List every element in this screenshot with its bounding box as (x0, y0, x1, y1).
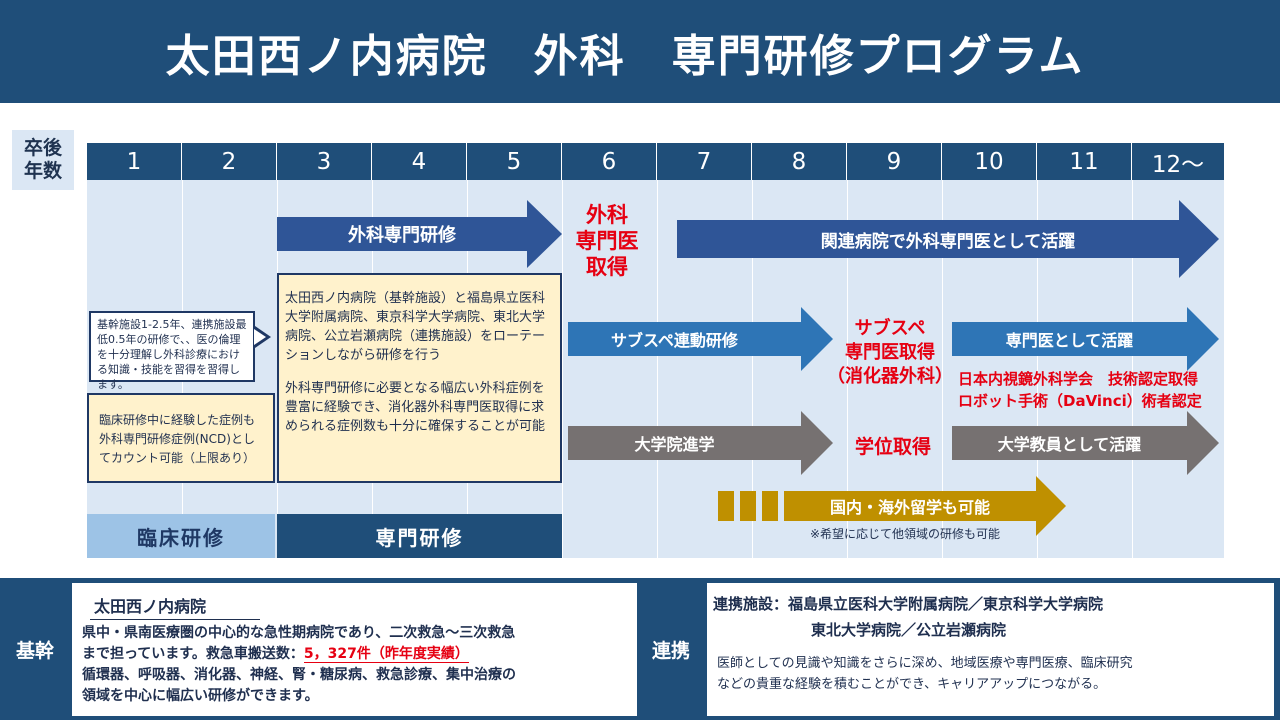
graduate-school-arrow: 大学院進学 (568, 411, 833, 475)
grid-divider (942, 180, 943, 558)
dashed-segment (718, 491, 734, 521)
grid-divider (657, 180, 658, 558)
related-hospital-arrow: 関連病院で外科専門医として活躍 (677, 200, 1219, 278)
arrow-head (801, 411, 833, 475)
subspecialty-training-arrow: サブスペ連動研修 (568, 307, 833, 371)
page-title: 太田西ノ内病院 外科 専門研修プログラム (165, 30, 1085, 82)
callout-pointer-fill (254, 329, 266, 345)
surgeon-certification-milestone: 外科 専門医 取得 (562, 202, 652, 280)
years-label-line1: 卒後 (23, 137, 62, 159)
arrow-head (527, 200, 562, 268)
grid-divider (562, 180, 563, 558)
university-faculty-arrow: 大学教員として活躍 (952, 411, 1219, 475)
arrow-head (1036, 476, 1066, 536)
arrow-head (1187, 411, 1219, 475)
partner-facilities-line1: 連携施設：福島県立医科大学附属病院／東京科学大学病院 (713, 595, 1104, 613)
core-description-line: まで担っています。救急車搬送数：5，327件（昨年度実績） (82, 644, 637, 665)
ambulance-count: 5，327件（昨年度実績） (303, 646, 469, 663)
graduate-school-label: 大学院進学 (568, 426, 801, 460)
arrow-head (1187, 307, 1219, 371)
arrow-head (801, 307, 833, 371)
university-faculty-label: 大学教員として活躍 (952, 426, 1187, 460)
specialty-description-para1: 太田西ノ内病院（基幹施設）と福島県立医科大学附属病院、東京科学大学病院、東北大学… (285, 291, 546, 363)
specialty-training-phase: 専門研修 (277, 514, 562, 558)
dashed-segment (762, 491, 778, 521)
core-description-line: 県中・県南医療圏の中心的な急性期病院であり、二次救急～三次救急 (82, 625, 516, 641)
year-header-11: 11 (1037, 143, 1132, 180)
core-description-prefix: まで担っています。救急車搬送数： (82, 646, 304, 662)
partner-description-line: などの貴重な経験を積むことができ、キャリアアップにつながる。 (717, 677, 1107, 692)
specialty-description-para2: 外科専門研修に必要となる幅広い外科症例を豊富に経験でき、消化器外科専門医取得に求… (285, 381, 546, 434)
study-abroad-note: ※希望に応じて他領域の研修も可能 (809, 527, 1001, 541)
subspecialty-training-label: サブスペ連動研修 (568, 322, 801, 356)
milestone-line: 専門医 (575, 229, 639, 253)
year-header-2: 2 (182, 143, 277, 180)
grid-divider (847, 180, 848, 558)
partner-description-line: 医師としての見識や知識をさらに深め、地域医療や専門医療、臨床研究 (717, 656, 1133, 671)
title-bar (0, 0, 1280, 103)
specialty-description-box: 太田西ノ内病院（基幹施設）と福島県立医科大学附属病院、東京科学大学病院、東北大学… (277, 273, 562, 483)
year-header-1: 1 (87, 143, 182, 180)
dashed-segment (740, 491, 756, 521)
milestone-line: （消化器外科） (827, 366, 953, 387)
robotic-certification: ロボット手術（DaVinci）術者認定 (958, 392, 1202, 410)
endoscopic-certification: 日本内視鏡外科学会 技術認定取得 (958, 370, 1199, 388)
arrow-head (1179, 200, 1219, 278)
degree-milestone: 学位取得 (854, 436, 931, 458)
partner-panel: 連携施設：福島県立医科大学附属病院／東京科学大学病院 東北大学病院／公立岩瀬病院… (707, 583, 1274, 716)
year-header-3: 3 (277, 143, 372, 180)
core-description-line: 循環器、呼吸器、消化器、神経、腎・糖尿病、救急診療、集中治療の (82, 667, 516, 683)
specialty-training-arrow: 外科専門研修 (277, 200, 562, 268)
subspecialty-certification-milestone: サブスペ 専門医取得 （消化器外科） (820, 317, 960, 389)
year-header-12: 12〜 (1132, 143, 1224, 180)
core-hospital-name: 太田西ノ内病院 (90, 593, 260, 620)
year-header-6: 6 (562, 143, 657, 180)
year-header-5: 5 (467, 143, 562, 180)
year-header-9: 9 (847, 143, 942, 180)
grid-divider (1037, 180, 1038, 558)
partner-label: 連携 (637, 578, 705, 720)
milestone-line: 外科 (586, 203, 628, 227)
core-panel: 太田西ノ内病院 県中・県南医療圏の中心的な急性期病院であり、二次救急～三次救急 … (72, 583, 637, 716)
grid-divider (1132, 180, 1133, 558)
clinical-training-phase: 臨床研修 (87, 514, 275, 558)
clinical-note-box: 臨床研修中に経験した症例も外科専門研修症例(NCD)としてカウント可能（上限あり… (87, 393, 275, 483)
specialty-training-label: 外科専門研修 (277, 217, 527, 251)
core-label: 基幹 (0, 578, 70, 720)
specialist-active-label: 専門医として活躍 (952, 322, 1187, 356)
milestone-line: 取得 (586, 255, 628, 279)
grid-divider (752, 180, 753, 558)
years-label: 卒後 年数 (12, 130, 74, 190)
specialist-active-arrow: 専門医として活躍 (952, 307, 1219, 371)
study-abroad-arrow: 国内・海外留学も可能 (784, 476, 1066, 536)
year-header-7: 7 (657, 143, 752, 180)
related-hospital-label: 関連病院で外科専門医として活躍 (677, 220, 1179, 258)
study-abroad-label: 国内・海外留学も可能 (784, 491, 1036, 521)
partner-description: 医師としての見識や知識をさらに深め、地域医療や専門医療、臨床研究 などの貴重な経… (717, 653, 1272, 695)
year-header-4: 4 (372, 143, 467, 180)
core-description-line: 領域を中心に幅広い研修ができます。 (82, 688, 319, 704)
year-header-8: 8 (752, 143, 847, 180)
years-label-line2: 年数 (23, 160, 62, 182)
milestone-line: 専門医取得 (845, 342, 935, 363)
milestone-line: サブスペ (854, 318, 926, 339)
core-description: 県中・県南医療圏の中心的な急性期病院であり、二次救急～三次救急 まで担っています… (82, 623, 637, 707)
year-header-10: 10 (942, 143, 1037, 180)
callout-box: 基幹施設1-2.5年、連携施設最低0.5年の研修で、、医の倫理を十分理解し外科診… (89, 311, 255, 391)
partner-facilities-line2: 東北大学病院／公立岩瀬病院 (811, 621, 1007, 639)
